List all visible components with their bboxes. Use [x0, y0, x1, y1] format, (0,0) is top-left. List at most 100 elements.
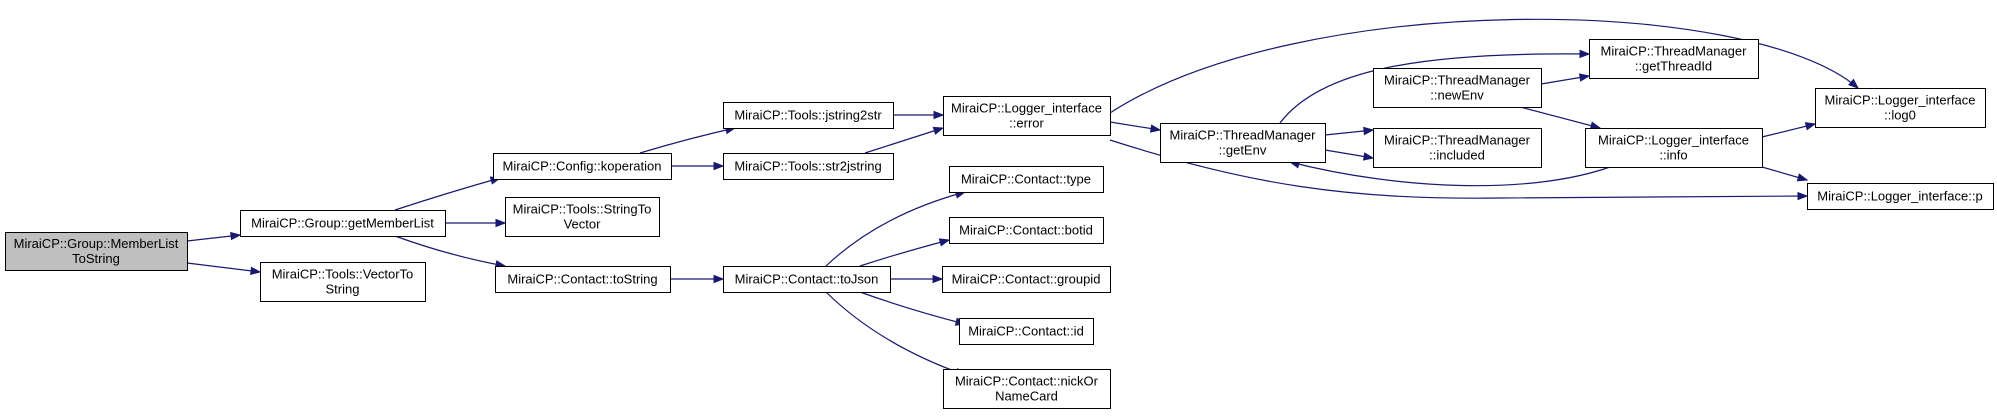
- node-label-line: NameCard: [995, 389, 1058, 404]
- arrowhead: [250, 266, 262, 276]
- edge-error-to-log0: [1109, 18, 1860, 114]
- edge-getEnv-to-getThreadId: [1279, 49, 1591, 124]
- edge-line: [394, 177, 501, 211]
- node-box: [723, 153, 894, 180]
- node-box: [495, 266, 671, 293]
- edge-str2jstring-to-error: [864, 126, 945, 154]
- node-label-line: ToString: [72, 251, 120, 266]
- node-log0[interactable]: MiraiCP::Logger_interface::log0: [1815, 88, 1986, 128]
- node-label-line: MiraiCP::ThreadManager: [1601, 44, 1748, 59]
- node-box: [1807, 183, 1994, 210]
- node-cid[interactable]: MiraiCP::Contact::id: [959, 318, 1094, 345]
- node-getEnv[interactable]: MiraiCP::ThreadManager::getEnv: [1160, 123, 1326, 163]
- node-label-line: ::included: [1429, 148, 1485, 163]
- node-groupid[interactable]: MiraiCP::Contact::groupid: [942, 266, 1111, 293]
- arrowhead: [1804, 122, 1817, 131]
- edge-getMemberList-to-koperation: [394, 176, 502, 211]
- node-label-line: MiraiCP::Logger_interface::p: [1817, 189, 1982, 204]
- node-contactToString[interactable]: MiraiCP::Contact::toString: [495, 266, 671, 293]
- edge-error-to-getEnv: [1109, 121, 1162, 133]
- node-label-line: MiraiCP::ThreadManager: [1170, 128, 1317, 143]
- edge-koperation-to-str2jstring: [671, 161, 725, 171]
- edge-newEnv-to-info: [1519, 106, 1602, 130]
- edge-line: [186, 262, 261, 273]
- arrowhead: [230, 231, 242, 241]
- edge-line: [864, 127, 944, 154]
- node-label-line: MiraiCP::ThreadManager: [1384, 133, 1531, 148]
- node-label-line: MiraiCP::Contact::type: [961, 172, 1091, 187]
- node-included[interactable]: MiraiCP::ThreadManager::included: [1373, 128, 1542, 168]
- node-type[interactable]: MiraiCP::Contact::type: [949, 166, 1104, 193]
- arrowhead: [1848, 78, 1860, 89]
- edge-line: [1109, 18, 1859, 114]
- node-box: [723, 102, 894, 129]
- arrowhead: [1363, 126, 1375, 136]
- node-newEnv[interactable]: MiraiCP::ThreadManager::newEnv: [1373, 68, 1542, 108]
- node-label-line: ::error: [1009, 116, 1044, 131]
- node-box: [949, 217, 1104, 244]
- edge-info-to-log0: [1761, 122, 1817, 138]
- node-label-line: MiraiCP::Tools::VectorTo: [272, 267, 414, 282]
- node-box: [260, 262, 426, 302]
- nodes-layer: MiraiCP::Group::MemberListToStringMiraiC…: [5, 39, 1994, 409]
- node-botid[interactable]: MiraiCP::Contact::botid: [949, 217, 1104, 244]
- arrowhead: [1796, 173, 1809, 182]
- edge-line: [825, 191, 966, 267]
- node-label-line: MiraiCP::Contact::botid: [959, 223, 1093, 238]
- arrowhead: [1362, 152, 1375, 161]
- node-koperation[interactable]: MiraiCP::Config::koperation: [493, 153, 672, 180]
- edge-root-to-vectorToString: [186, 262, 262, 276]
- node-str2jstring[interactable]: MiraiCP::Tools::str2jstring: [723, 153, 894, 180]
- edge-root-to-getMemberList: [186, 231, 242, 242]
- edge-getEnv-to-newEnv: [1324, 126, 1375, 136]
- node-label-line: ::getEnv: [1219, 143, 1267, 158]
- node-box: [1815, 88, 1986, 128]
- arrowhead: [932, 126, 945, 135]
- node-label-line: MiraiCP::Group::getMemberList: [251, 216, 434, 231]
- edge-line: [1289, 161, 1611, 187]
- node-label-line: MiraiCP::Contact::nickOr: [955, 374, 1099, 389]
- node-getMemberList[interactable]: MiraiCP::Group::getMemberList: [240, 210, 446, 237]
- node-box: [943, 96, 1111, 136]
- node-info[interactable]: MiraiCP::Logger_interface::info: [1585, 128, 1763, 168]
- node-box: [949, 166, 1104, 193]
- edge-toJson-to-groupid: [890, 274, 944, 284]
- node-box: [1373, 128, 1542, 168]
- node-label-line: MiraiCP::Tools::StringTo: [513, 202, 652, 217]
- node-toJson[interactable]: MiraiCP::Contact::toJson: [723, 266, 891, 293]
- node-label-line: MiraiCP::Contact::groupid: [952, 272, 1101, 287]
- edge-getMemberList-to-stringToVector: [445, 218, 507, 228]
- node-box: [723, 266, 891, 293]
- node-box: [1160, 123, 1326, 163]
- node-p[interactable]: MiraiCP::Logger_interface::p: [1807, 183, 1994, 210]
- node-label-line: MiraiCP::Config::koperation: [503, 159, 662, 174]
- node-label-line: MiraiCP::Logger_interface: [951, 101, 1102, 116]
- edge-line: [1279, 53, 1590, 124]
- node-box: [1373, 68, 1542, 108]
- edge-line: [859, 291, 966, 325]
- edge-newEnv-to-getThreadId: [1540, 73, 1591, 85]
- edge-line: [825, 291, 966, 376]
- node-label-line: ::getThreadId: [1635, 59, 1712, 74]
- node-label-line: ::log0: [1884, 108, 1916, 123]
- node-jstring2str[interactable]: MiraiCP::Tools::jstring2str: [723, 102, 894, 129]
- node-label-line: MiraiCP::Logger_interface: [1824, 93, 1975, 108]
- arrowhead: [938, 238, 951, 247]
- arrowhead: [933, 110, 945, 120]
- node-getThreadId[interactable]: MiraiCP::ThreadManager::getThreadId: [1589, 39, 1759, 79]
- arrowhead: [1797, 191, 1809, 201]
- edge-toJson-to-botid: [859, 238, 951, 267]
- edge-contactToString-to-toJson: [670, 274, 725, 284]
- arrowhead: [713, 161, 725, 171]
- node-label-line: MiraiCP::Tools::str2jstring: [734, 159, 881, 174]
- edge-line: [394, 235, 506, 267]
- node-error[interactable]: MiraiCP::Logger_interface::error: [943, 96, 1111, 136]
- arrowhead: [1149, 124, 1162, 133]
- edge-toJson-to-cid: [859, 291, 967, 326]
- node-box: [5, 232, 188, 271]
